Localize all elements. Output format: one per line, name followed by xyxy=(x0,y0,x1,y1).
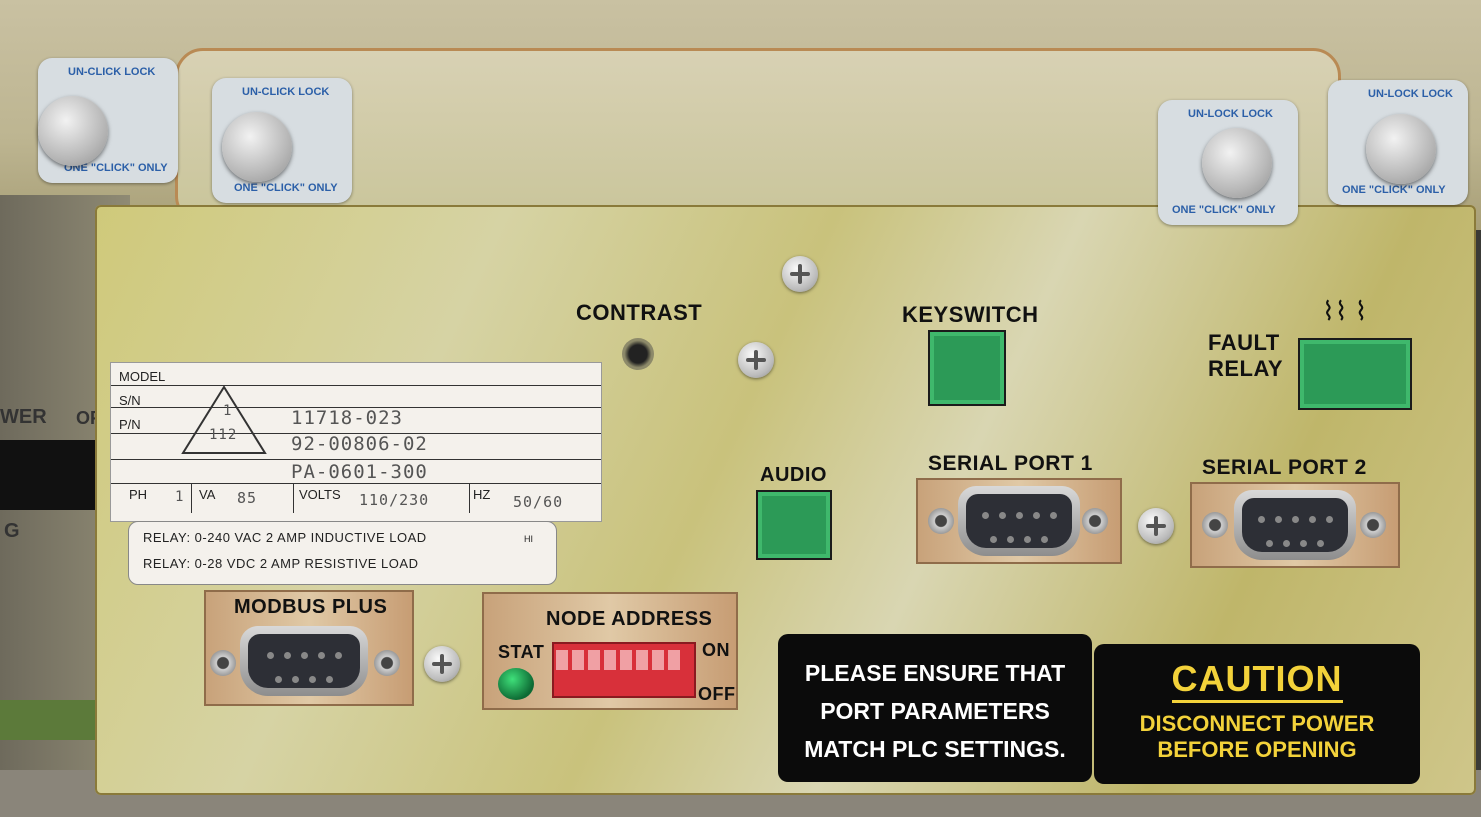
notice-line-1: PLEASE ENSURE THAT xyxy=(804,660,1066,686)
lock-label-bottom: ONE "CLICK" ONLY xyxy=(64,162,168,174)
jack-screw xyxy=(928,508,954,534)
ph-value: 1 xyxy=(175,489,185,505)
g-label: G xyxy=(4,520,20,542)
fault-relay-connector[interactable] xyxy=(1298,338,1412,410)
notice-line-2: PORT PARAMETERS xyxy=(820,698,1050,724)
audio-connector[interactable] xyxy=(756,490,832,560)
hz-value: 50/60 xyxy=(513,493,564,511)
relay-line-2: RELAY: 0-28 VDC 2 AMP RESISTIVE LOAD xyxy=(143,556,419,571)
triangle-mark-icon xyxy=(181,385,267,454)
relay-line-1: RELAY: 0-240 VAC 2 AMP INDUCTIVE LOAD xyxy=(143,530,427,545)
caution-line-2: BEFORE OPENING xyxy=(1157,737,1357,762)
panel-screw xyxy=(782,256,818,292)
relay-line-1-suffix: HI xyxy=(524,534,533,544)
sn-value: 11718-023 xyxy=(291,407,403,429)
triangle-bottom-number: 112 xyxy=(209,427,238,443)
notice-line-3: MATCH PLC SETTINGS. xyxy=(804,736,1066,762)
relay-label: RELAY xyxy=(1208,356,1284,381)
thumbscrew-knob-1[interactable] xyxy=(38,96,108,166)
serial-port-1-label: SERIAL PORT 1 xyxy=(928,452,1093,475)
lock-label-top: UN-CLICK LOCK xyxy=(68,66,156,78)
panel-screw xyxy=(1138,508,1174,544)
jack-screw xyxy=(210,650,236,676)
jack-screw xyxy=(374,650,400,676)
jack-screw xyxy=(1202,512,1228,538)
va-field: VA xyxy=(199,487,216,502)
jack-screw xyxy=(1082,508,1108,534)
hz-field: HZ xyxy=(473,487,491,502)
jack-screw xyxy=(1360,512,1386,538)
contrast-label: CONTRAST xyxy=(576,300,703,325)
top-recess xyxy=(175,48,1341,224)
lock-label-bottom: ONE "CLICK" ONLY xyxy=(234,182,338,194)
caution-title: CAUTION xyxy=(1171,658,1343,703)
keyswitch-label: KEYSWITCH xyxy=(902,302,1039,327)
contrast-adjust[interactable] xyxy=(622,338,654,370)
keyswitch-connector[interactable] xyxy=(928,330,1006,406)
stat-label: STAT xyxy=(498,642,545,662)
lock-label-top: UN-CLICK LOCK xyxy=(242,86,330,98)
power-label: WER xyxy=(0,406,47,428)
lock-label-bottom: ONE "CLICK" ONLY xyxy=(1342,184,1446,196)
on-label: ON xyxy=(702,640,730,660)
modbus-plus-port[interactable]: MODBUS PLUS xyxy=(204,590,414,706)
thumbscrew-knob-4[interactable] xyxy=(1366,114,1436,184)
caution-label: CAUTION DISCONNECT POWER BEFORE OPENING xyxy=(1094,644,1420,784)
ph-field: PH xyxy=(129,487,148,502)
pa-value: PA-0601-300 xyxy=(291,461,428,483)
relay-rating-label: RELAY: 0-240 VAC 2 AMP INDUCTIVE LOAD HI… xyxy=(128,521,557,585)
pn-value: 92-00806-02 xyxy=(291,433,428,455)
port-parameters-notice: PLEASE ENSURE THAT PORT PARAMETERS MATCH… xyxy=(778,634,1092,782)
rating-label: MODEL S/N P/N 1 112 11718-023 92-00806-0… xyxy=(110,362,602,522)
va-value: 85 xyxy=(237,489,258,507)
lock-label-top: UN-LOCK LOCK xyxy=(1368,88,1453,100)
thumbscrew-knob-3[interactable] xyxy=(1202,128,1272,198)
lock-label-bottom: ONE "CLICK" ONLY xyxy=(1172,204,1276,216)
node-address-label: NODE ADDRESS xyxy=(546,608,713,630)
modbus-plus-label: MODBUS PLUS xyxy=(234,596,388,618)
sn-field: S/N xyxy=(119,393,141,408)
off-label: OFF xyxy=(698,684,736,704)
serial-port-1[interactable] xyxy=(916,478,1122,564)
lock-label-top: UN-LOCK LOCK xyxy=(1188,108,1273,120)
panel-screw xyxy=(738,342,774,378)
node-address-dip-switch[interactable] xyxy=(552,642,696,698)
model-field: MODEL xyxy=(119,369,166,384)
adjacent-device-window xyxy=(0,440,112,510)
serial-port-2[interactable] xyxy=(1190,482,1400,568)
panel-screw xyxy=(424,646,460,682)
thumbscrew-knob-2[interactable] xyxy=(222,112,292,182)
pn-field: P/N xyxy=(119,417,141,432)
caution-line-1: DISCONNECT POWER xyxy=(1139,711,1375,736)
fault-label: FAULT xyxy=(1208,330,1280,355)
stat-led xyxy=(498,668,534,700)
relay-contact-icon: ⌇⌇ ⌇ xyxy=(1322,296,1368,326)
volts-value: 110/230 xyxy=(359,491,430,509)
audio-label: AUDIO xyxy=(760,464,827,486)
serial-port-2-label: SERIAL PORT 2 xyxy=(1202,456,1367,479)
triangle-top-number: 1 xyxy=(223,403,233,419)
volts-field: VOLTS xyxy=(299,487,341,502)
